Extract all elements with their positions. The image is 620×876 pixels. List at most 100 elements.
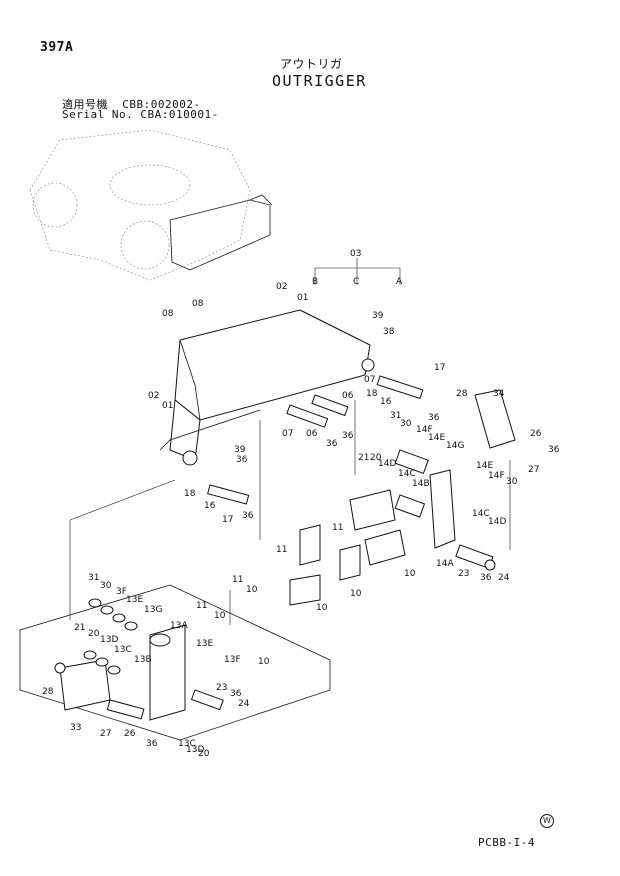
callout-26b: 26 — [124, 729, 136, 739]
callout-33: 33 — [70, 723, 81, 733]
callout-13D: 13D — [100, 635, 118, 645]
callout-06a: 06 — [342, 391, 354, 401]
callout-B: B — [312, 277, 318, 287]
machine-outline — [29, 129, 273, 281]
callout-14Ca: 14C — [472, 509, 490, 519]
callout-26a: 26 — [530, 429, 542, 439]
callout-14G: 14G — [446, 441, 464, 451]
callout-14B: 14B — [412, 479, 430, 489]
callout-C: C — [353, 277, 359, 287]
callout-31a: 31 — [390, 411, 401, 421]
upper-pins — [207, 375, 424, 505]
callout-A: A — [396, 277, 403, 287]
callout-13G: 13G — [144, 605, 162, 615]
title-japanese: アウトリガ — [280, 57, 343, 71]
callout-34: 34 — [493, 389, 505, 399]
callout-17b: 17 — [222, 515, 233, 525]
callout-16b: 16 — [204, 501, 216, 511]
callout-10e: 10 — [214, 611, 226, 621]
callout-14Ea: 14E — [476, 461, 493, 471]
callout-10d: 10 — [316, 603, 328, 613]
callout-20b: 20 — [88, 629, 100, 639]
callout-06b: 06 — [306, 429, 318, 439]
callout-11d: 11 — [196, 601, 207, 611]
callout-21a: 21 — [358, 453, 369, 463]
callout-11c: 11 — [232, 575, 243, 585]
callout-18a: 18 — [366, 389, 378, 399]
lower-detail-group — [19, 584, 331, 741]
callout-13C: 13C — [114, 645, 132, 655]
page-number: 397A — [40, 40, 74, 55]
serial-line-english: Serial No. CBA:010001- — [62, 108, 219, 121]
callout-14C: 14C — [398, 469, 416, 479]
callout-3F: 3F — [116, 587, 127, 597]
callout-14A: 14A — [436, 559, 454, 569]
callout-02a: 02 — [276, 282, 287, 292]
callout-38: 38 — [383, 327, 395, 337]
callout-14Fa: 14F — [488, 471, 505, 481]
document-code: PCBB-I-4 — [478, 836, 535, 849]
callout-08a: 08 — [192, 299, 204, 309]
callout-20a: 20 — [370, 453, 382, 463]
callout-23b: 23 — [216, 683, 227, 693]
callout-14F: 14F — [416, 425, 433, 435]
reference-lines — [69, 258, 511, 625]
callout-36h: 36 — [230, 689, 242, 699]
callout-23a: 23 — [458, 569, 469, 579]
callout-39a: 39 — [372, 311, 384, 321]
callout-07b: 07 — [282, 429, 293, 439]
callout-36c: 36 — [342, 431, 354, 441]
callout-24a: 24 — [498, 573, 510, 583]
callout-13B: 13B — [134, 655, 152, 665]
callout-13E: 13E — [126, 595, 143, 605]
watermark-w: W — [540, 814, 554, 828]
callout-14Da: 14D — [488, 517, 506, 527]
callout-10c: 10 — [350, 589, 362, 599]
callout-14E: 14E — [428, 433, 445, 443]
callout-03: 03 — [350, 249, 361, 259]
callout-13F: 13F — [224, 655, 241, 665]
callout-17a: 17 — [434, 363, 445, 373]
callout-20c: 20 — [198, 749, 210, 759]
washer-stack-left — [83, 598, 138, 675]
callout-labels: 03 B C A 02 01 08 08 39 38 17 07 02 01 1… — [42, 249, 560, 759]
title-english: OUTRIGGER — [272, 72, 367, 90]
callout-27a: 27 — [528, 465, 539, 475]
callout-13C2: 13C — [178, 739, 196, 749]
callout-30b: 30 — [506, 477, 518, 487]
callout-28b: 28 — [42, 687, 54, 697]
callout-18b: 18 — [184, 489, 196, 499]
callout-36i: 36 — [146, 739, 158, 749]
callout-28a: 28 — [456, 389, 468, 399]
callout-21b: 21 — [74, 623, 85, 633]
callout-36b: 36 — [326, 439, 338, 449]
callout-02b: 02 — [148, 391, 159, 401]
bracket-plates-middle — [289, 489, 406, 606]
callout-24b: 24 — [238, 699, 250, 709]
callout-11b: 11 — [276, 545, 287, 555]
callout-10b: 10 — [246, 585, 258, 595]
callout-08b: 08 — [162, 309, 174, 319]
callout-07a: 07 — [364, 375, 375, 385]
callout-13D2: 13D — [186, 745, 204, 755]
callout-36d: 36 — [548, 445, 560, 455]
callout-10f: 10 — [258, 657, 270, 667]
callout-36a: 36 — [428, 413, 440, 423]
callout-14D: 14D — [378, 459, 396, 469]
callout-11a: 11 — [332, 523, 343, 533]
callout-36e: 36 — [236, 455, 248, 465]
callout-10a: 10 — [404, 569, 416, 579]
cylinder-group-right — [394, 389, 516, 571]
serial-line-japanese: 適用号機 CBB:002002- — [62, 98, 201, 111]
callout-30c: 30 — [100, 581, 112, 591]
callout-36f: 36 — [242, 511, 254, 521]
callout-27b: 27 — [100, 729, 111, 739]
callout-31b: 31 — [88, 573, 99, 583]
outrigger-beam — [159, 309, 375, 466]
callout-13A: 13A — [170, 621, 188, 631]
callout-13E2: 13E — [196, 639, 213, 649]
callout-01b: 01 — [162, 401, 173, 411]
callout-16a: 16 — [380, 397, 392, 407]
callout-36g: 36 — [480, 573, 492, 583]
